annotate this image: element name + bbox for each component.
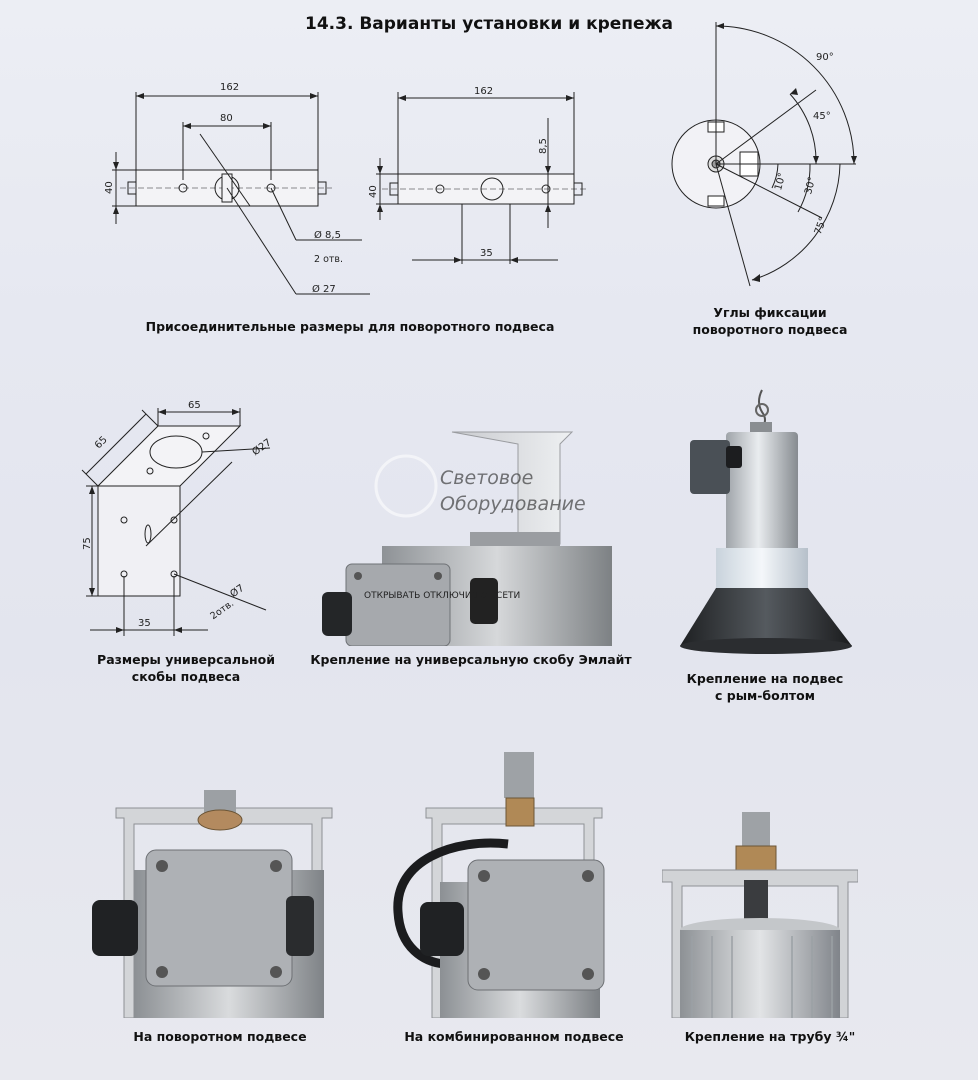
dim-27: Ø27: [250, 436, 274, 458]
dim-hole-count: 2 отв.: [314, 254, 343, 265]
photo-eyebolt-mount: [676, 388, 856, 656]
caption-bracket-dimensions-line2: скобы подвеса: [131, 669, 241, 684]
dim-35-right: 35: [480, 248, 493, 259]
watermark-line2: Оборудование: [440, 493, 586, 515]
photo-universal-mount: ОТКРЫВАТЬ ОТКЛЮЧИВ ОТ СЕТИ Световое Обор…: [322, 424, 622, 646]
angle-75: 75°: [813, 216, 829, 236]
dim-40-right: 40: [368, 185, 379, 198]
rotary-mount-drawing-right: 162 35 40 8,5: [368, 86, 588, 264]
caption-fixation-angles-line1: Углы фиксации: [713, 305, 827, 320]
watermark-line1: Световое: [440, 467, 533, 489]
dim-35-bracket: 35: [138, 618, 151, 629]
dim-center-diameter: Ø 27: [312, 283, 336, 295]
rotary-mount-drawing-left: 162 80 40 Ø 8,5 2 отв. Ø 27: [104, 82, 370, 295]
angle-10: 10°: [773, 172, 788, 192]
dim-8-5: 8,5: [538, 138, 549, 154]
caption-fixation-angles-line2: поворотного подвеса: [692, 322, 848, 337]
caption-universal-mount: Крепление на универсальную скобу Эмлайт: [310, 652, 632, 667]
angle-30: 30°: [803, 176, 818, 196]
caption-eyebolt-line1: Крепление на подвес: [686, 671, 844, 686]
dim-40-left: 40: [104, 181, 115, 194]
dim-7: Ø7: [228, 582, 247, 600]
angle-45: 45°: [813, 111, 831, 122]
page-title: 14.3. Варианты установки и крепежа: [305, 14, 673, 34]
caption-fixation-angles: Углы фиксации поворотного подвеса: [660, 304, 880, 338]
photo-rotary-mount: [90, 790, 346, 1018]
dim-2-holes: 2отв.: [208, 598, 236, 622]
angle-90: 90°: [816, 52, 834, 63]
dim-80: 80: [220, 113, 233, 124]
fixation-angles-drawing: 90° 45° 10° 30° 75°: [671, 22, 857, 287]
caption-rotary-dimensions: Присоединительные размеры для поворотног…: [145, 319, 555, 334]
dim-65-side: 65: [93, 434, 110, 451]
photo-combined-mount: [384, 752, 616, 1018]
caption-on-rotary: На поворотном подвесе: [133, 1029, 307, 1044]
caption-bracket-dimensions: Размеры универсальной скобы подвеса: [76, 651, 296, 685]
caption-eyebolt: Крепление на подвес с рым-болтом: [660, 670, 870, 704]
dim-hole-diameter: Ø 8,5: [314, 229, 341, 241]
photo-pipe-mount: [662, 812, 858, 1018]
mount-box-label: ОТКРЫВАТЬ ОТКЛЮЧИВ ОТ СЕТИ: [364, 591, 520, 601]
universal-bracket-drawing: 65 65 Ø27 75 Ø7 2отв. 35: [81, 400, 274, 636]
caption-eyebolt-line2: с рым-болтом: [715, 688, 815, 703]
dim-75: 75: [82, 537, 93, 550]
caption-bracket-dimensions-line1: Размеры универсальной: [97, 652, 275, 667]
caption-on-pipe: Крепление на трубу ¾": [684, 1029, 856, 1044]
dim-162-left: 162: [220, 82, 239, 93]
dim-65-top: 65: [188, 400, 201, 411]
caption-on-combined: На комбинированном подвесе: [404, 1029, 624, 1044]
dim-162-right: 162: [474, 86, 493, 97]
